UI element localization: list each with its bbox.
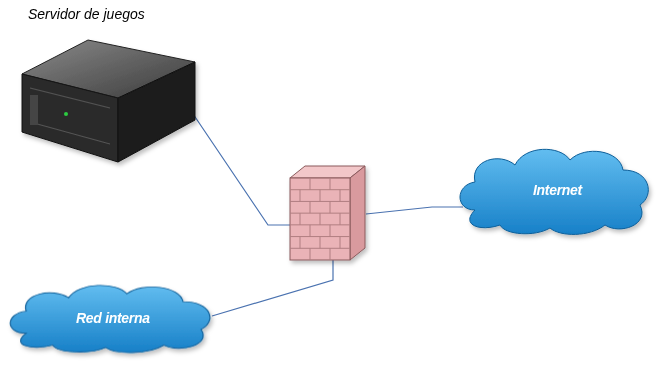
- firewall-icon: [290, 166, 365, 260]
- cloud-node: Red interna: [5, 278, 217, 353]
- server-icon: [22, 40, 195, 162]
- cloud-node: Internet: [455, 140, 655, 235]
- connector-line: [212, 260, 333, 316]
- firewall-node: [288, 164, 368, 262]
- cloud-label: Red interna: [76, 310, 150, 326]
- cloud-shape: [10, 149, 648, 352]
- cloud-label: Internet: [533, 182, 582, 198]
- server-node: Servidor de juegos: [18, 4, 198, 166]
- connector-line: [366, 207, 463, 214]
- connector-line: [185, 102, 290, 225]
- node-label: Servidor de juegos: [28, 6, 145, 22]
